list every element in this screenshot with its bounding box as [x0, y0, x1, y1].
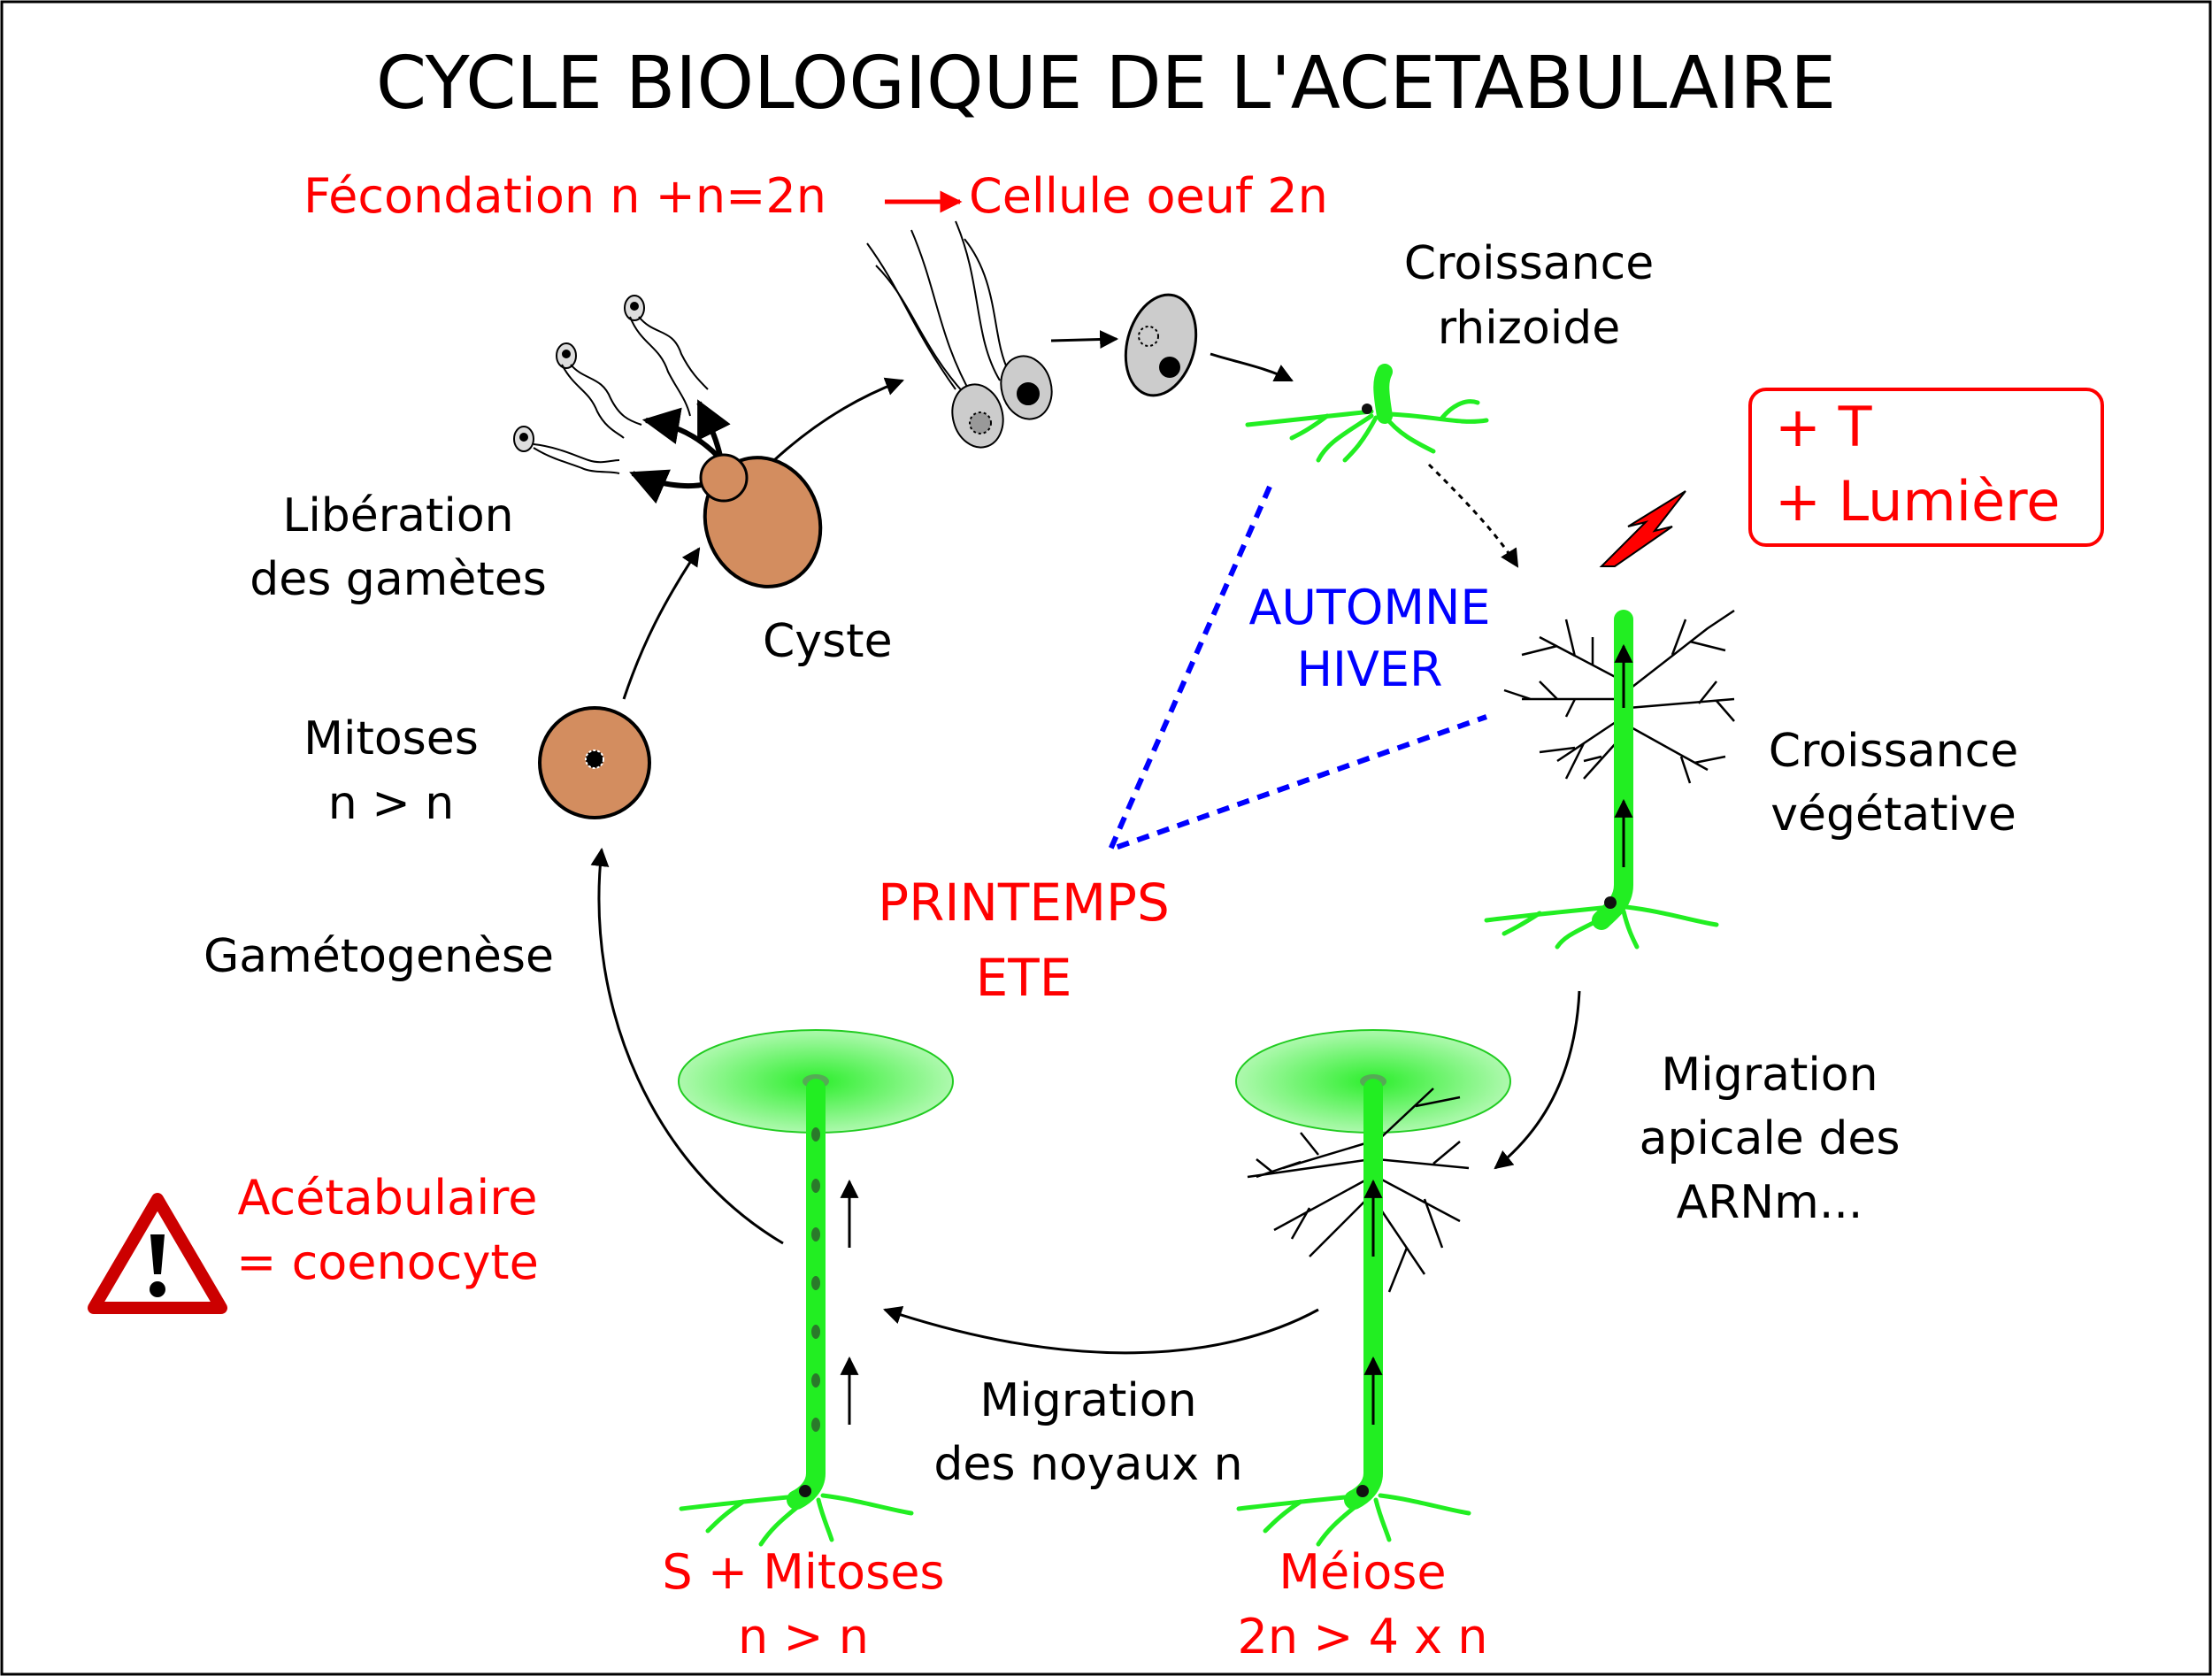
acetabulaire-line1: Acétabulaire	[237, 1170, 537, 1226]
gametes	[513, 295, 709, 474]
arrow-to-meiose	[1494, 990, 1581, 1170]
cyst-operculum	[699, 453, 749, 503]
s-mitoses-label-line2: n > n	[738, 1609, 869, 1664]
arrow-to-spore	[590, 847, 784, 1245]
arrow-cyst-to-fecondation	[772, 377, 904, 462]
diagram-title: CYCLE BIOLOGIQUE DE L'ACETABULAIRE	[376, 42, 1836, 126]
arrow-to-s-mitoses	[883, 1306, 1319, 1355]
fecondation-label: Fécondation n +n=2n	[303, 168, 826, 224]
automne-label: AUTOMNE	[1248, 580, 1490, 635]
cyste-label: Cyste	[763, 615, 893, 668]
s-mitoses-alga	[678, 1029, 954, 1547]
hiver-label: HIVER	[1296, 642, 1442, 697]
young-rhizoid	[1245, 364, 1489, 463]
migration-apicale-line1: Migration	[1661, 1049, 1878, 1102]
lightning-icon	[1599, 490, 1686, 567]
zygote	[1124, 293, 1198, 397]
migration-noyaux-line2: des noyaux n	[933, 1438, 1242, 1491]
meiose-label-line2: 2n > 4 x n	[1237, 1609, 1487, 1664]
condition-light: + Lumière	[1775, 469, 2060, 534]
spore-nucleus	[585, 750, 604, 769]
arrow-to-rhizoid	[1210, 352, 1294, 382]
migration-apicale-line2: apicale des	[1640, 1112, 1901, 1165]
ete-label: ETE	[976, 948, 1072, 1008]
s-mitoses-label-line1: S + Mitoses	[662, 1544, 944, 1600]
conditions-box	[1748, 388, 2104, 547]
cellule-oeuf-label: Cellule oeuf 2n	[969, 168, 1328, 224]
gametogenese-label: Gamétogenèse	[204, 930, 554, 983]
mitoses-label-line1: Mitoses	[303, 712, 479, 765]
migration-apicale-line3: ARNm...	[1677, 1176, 1863, 1229]
arrow-to-zygote	[1050, 330, 1119, 350]
acetabulaire-line2: = coenocyte	[236, 1234, 539, 1290]
mitoses-label-line2: n > n	[328, 777, 455, 830]
liberation-label-line1: Libération	[282, 489, 513, 542]
condition-temperature: + T	[1775, 395, 1873, 459]
meiose-alga	[1235, 1029, 1511, 1547]
vegetative-alga	[1484, 609, 1735, 949]
dotted-arrow-to-vegetative	[1427, 463, 1519, 568]
fusing-gametes	[866, 220, 1053, 449]
meiose-label-line1: Méiose	[1279, 1544, 1446, 1600]
warning-icon	[88, 1193, 227, 1314]
croissance-vegetative-line2: végétative	[1770, 788, 2016, 842]
liberation-label-line2: des gamètes	[250, 553, 547, 606]
printemps-label: PRINTEMPS	[878, 873, 1170, 933]
season-boundary	[1105, 485, 1487, 855]
croissance-vegetative-line1: Croissance	[1769, 725, 2018, 778]
croissance-rhizoide-line2: rhizoide	[1438, 302, 1620, 355]
arrow-to-cyst	[622, 547, 701, 700]
migration-noyaux-line1: Migration	[979, 1374, 1196, 1427]
croissance-rhizoide-line1: Croissance	[1404, 237, 1654, 290]
